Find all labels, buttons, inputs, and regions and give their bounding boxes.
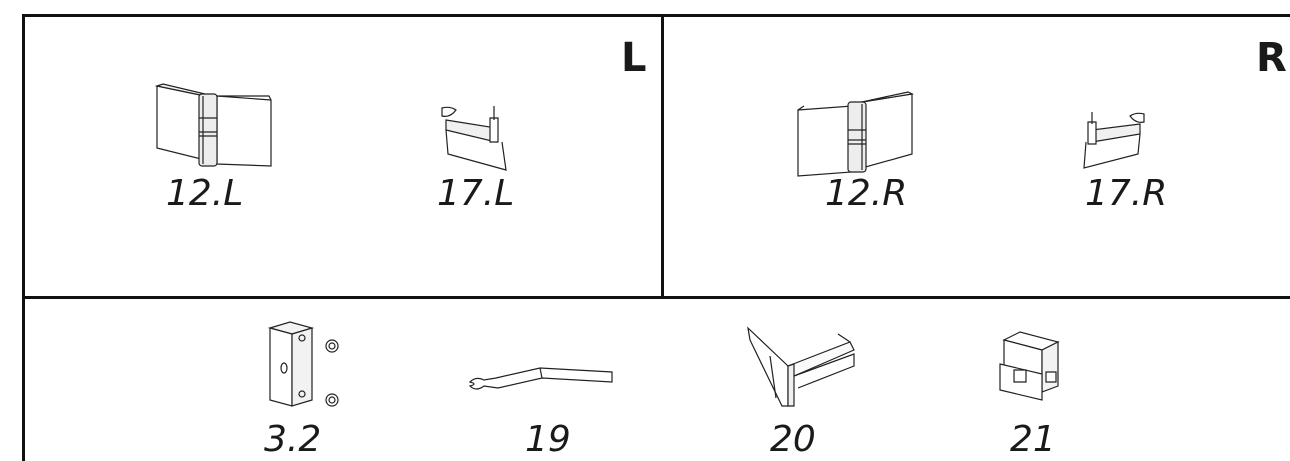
part-label-20: 20 bbox=[770, 419, 816, 460]
block-with-screws-icon bbox=[268, 322, 344, 408]
stand-icon bbox=[746, 326, 866, 410]
panel-letter-right: R bbox=[1256, 35, 1287, 81]
frame-middle-divider bbox=[22, 296, 1290, 299]
part-label-12R: 12.R bbox=[825, 173, 908, 214]
panel-letter-left: L bbox=[621, 35, 647, 81]
part-label-12L: 12.L bbox=[166, 173, 244, 214]
frame-vertical-divider bbox=[661, 14, 664, 298]
part-label-17L: 17.L bbox=[437, 173, 515, 214]
frame-left-border bbox=[22, 14, 25, 461]
clip-icon bbox=[998, 330, 1064, 402]
wrench-icon bbox=[466, 356, 616, 396]
bracket-left-icon bbox=[440, 104, 508, 174]
hinge-left-icon bbox=[155, 82, 275, 170]
part-label-21: 21 bbox=[1010, 419, 1056, 460]
part-label-17R: 17.R bbox=[1085, 173, 1168, 214]
hinge-right-icon bbox=[796, 92, 916, 178]
bracket-right-icon bbox=[1082, 112, 1146, 170]
part-label-19: 19 bbox=[525, 419, 571, 460]
part-label-3-2: 3.2 bbox=[264, 419, 322, 460]
frame-top-border bbox=[22, 14, 1290, 17]
